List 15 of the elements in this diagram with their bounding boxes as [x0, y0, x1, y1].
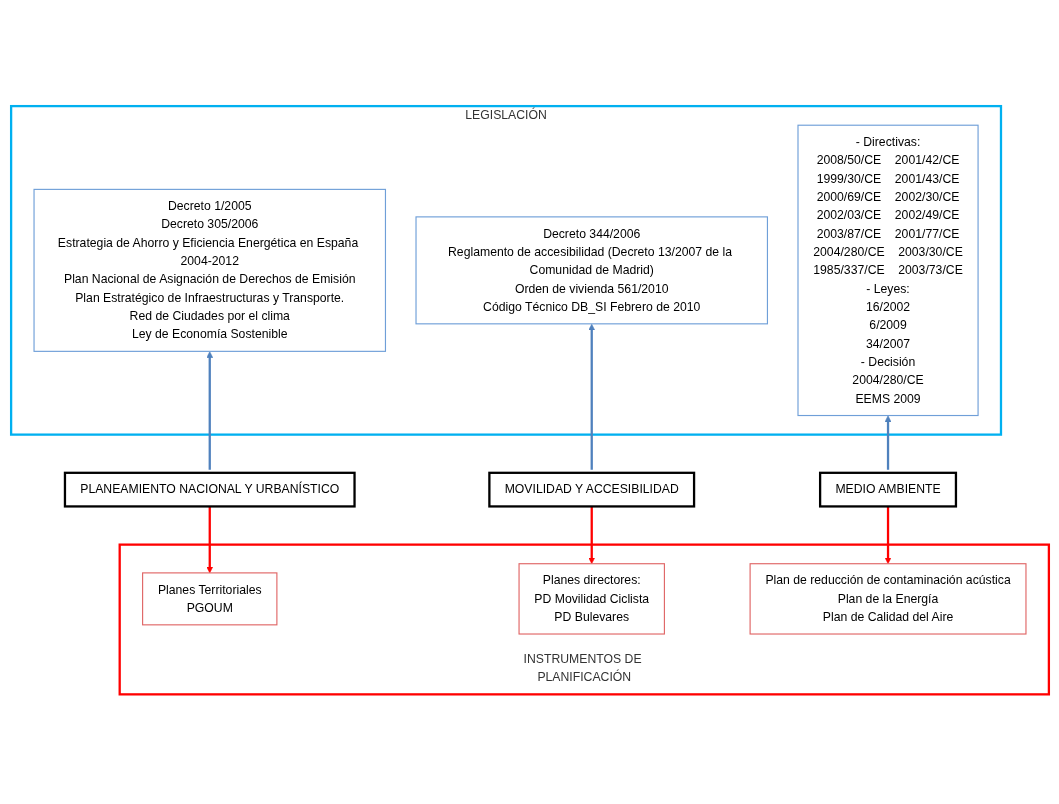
node-box: Plan de reducción de contaminación acústica Plan de la Energía Plan de Calidad del Aire [749, 563, 1027, 635]
arrow [587, 506, 595, 565]
node-box: Planes Territoriales PGOUM [141, 572, 277, 626]
node-box: MOVILIDAD Y ACCESIBILIDAD [487, 471, 695, 508]
arrow [205, 351, 213, 470]
node-box: Decreto 1/2005 Decreto 305/2006 Estrategia de Ahorro y Eficiencia Energética en España 2004-2012 Plan Nacional de Asignación de Derechos de Emisión Plan Estratégico de Infraestructuras y Transporte. Red de Ciudades por el clima Ley de Economía Sostenible [32, 189, 386, 353]
node-box: - Directivas: 2008/50/CE 2001/42/CE 1999/30/CE 2001/43/CE 2000/69/CE 2002/30/CE 2002/03/CE 2002/49/CE 2003/87/CE 2001/77/CE 2004/280/CE 2003/30/CE 1985/337/CE 2003/73/CE - Leyes: 16/2002 6/2009 34/2007 - Decisión 2004/280/CE EEMS 2009 [796, 124, 979, 417]
arrow [587, 324, 595, 470]
arrow [205, 506, 213, 574]
node-box: PLANEAMIENTO NACIONAL Y URBANÍSTICO [63, 471, 356, 508]
node-box: MEDIO AMBIENTE [818, 471, 957, 508]
node-box: Decreto 344/2006 Reglamento de accesibilidad (Decreto 13/2007 de la Comunidad de Madrid) Orden de vivienda 561/2010 Código Técnico DB_SI Febrero de 2010 [414, 216, 768, 325]
arrow [884, 415, 891, 470]
node-box: Planes directores: PD Movilidad Ciclista PD Bulevares [517, 563, 665, 635]
arrow [884, 506, 891, 565]
